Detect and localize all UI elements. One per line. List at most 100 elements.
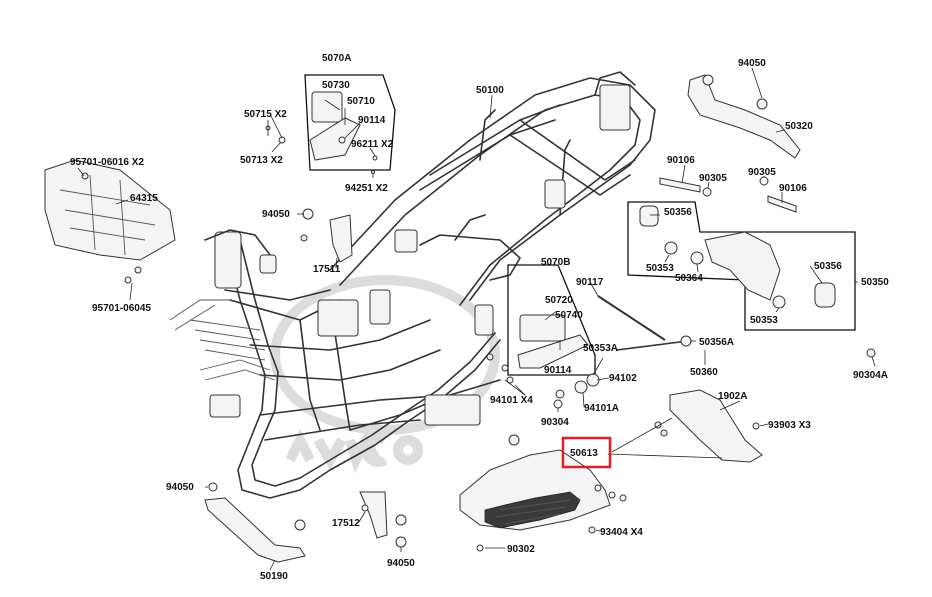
group-5070A [265,74,396,174]
head-pipe [214,231,242,289]
label-50713[interactable]: 50713 X2 [240,155,283,166]
label-1902A[interactable]: 1902A [718,391,747,402]
label-90117[interactable]: 90117 [576,277,604,288]
label-50715[interactable]: 50715 X2 [244,109,287,120]
footrest-pad [519,314,566,342]
frame-bracket [544,179,566,209]
label-94050-c[interactable]: 94050 [166,482,194,493]
nut-part [294,519,306,531]
label-94050-b[interactable]: 94050 [738,58,766,69]
bolt-part [486,353,494,361]
label-94050-a[interactable]: 94050 [262,209,290,220]
washer-part [278,136,286,144]
label-50730[interactable]: 50730 [322,80,350,91]
nut-part [300,234,308,242]
bushing-part [814,282,836,308]
frame-bracket [394,229,418,253]
label-95701-06016[interactable]: 95701-06016 X2 [70,157,144,168]
label-50353A[interactable]: 50353A [583,343,618,354]
label-50720[interactable]: 50720 [545,295,573,306]
pins-90106 [659,176,797,213]
nut-part [395,514,407,526]
label-93903[interactable]: 93903 X3 [768,420,811,431]
brace-50190 [204,482,306,563]
label-64315[interactable]: 64315 [130,193,158,204]
washer-part [555,389,565,399]
label-50100[interactable]: 50100 [476,85,504,96]
label-90305-a[interactable]: 90305 [699,173,727,184]
frame-bracket [599,84,631,131]
label-90305-b[interactable]: 90305 [748,167,776,178]
bushing-part [772,295,786,309]
bushing-part [690,251,704,265]
label-90114-b[interactable]: 90114 [544,365,572,376]
nut-part [302,208,314,220]
bushing-part [680,335,692,347]
highlight-box-50613 [561,436,612,469]
label-50353-b[interactable]: 50353 [750,315,778,326]
footrest-bracket [309,117,361,161]
label-50320[interactable]: 50320 [785,121,813,132]
label-50710[interactable]: 50710 [347,96,375,107]
nut-part [208,482,218,492]
nut-part [508,434,520,446]
label-90114[interactable]: 90114 [358,115,386,126]
label-50740[interactable]: 50740 [555,310,583,321]
under-cover-50613 [459,434,627,552]
label-50364[interactable]: 50364 [675,273,703,284]
frame-bracket [369,289,391,325]
bracket-50320 [687,74,801,159]
group-50350 [627,201,856,331]
bracket-17511 [300,208,353,263]
screw-part [752,422,760,430]
shaft-50360 [574,295,876,394]
label-50353-a[interactable]: 50353 [646,263,674,274]
frame-bracket [424,394,481,426]
label-93404[interactable]: 93404 X4 [600,527,643,538]
label-5070B[interactable]: 5070B [541,257,570,268]
label-50360[interactable]: 50360 [690,367,718,378]
label-17511[interactable]: 17511 [313,264,341,275]
bushing-part [664,241,678,255]
screw-part [588,526,596,534]
label-50356A[interactable]: 50356A [699,337,734,348]
leader-lines [77,67,876,571]
label-90106-b[interactable]: 90106 [779,183,807,194]
frame-bracket [209,394,241,418]
frame-bracket [474,304,494,336]
label-95701-06045[interactable]: 95701-06045 [92,303,151,314]
footrest-bracket [517,334,589,369]
nut-part [702,74,714,86]
label-96211[interactable]: 96211 X2 [351,139,394,150]
label-90106-a[interactable]: 90106 [667,155,695,166]
screw-part [594,484,602,492]
nut-part [395,536,407,548]
label-50356-a[interactable]: 50356 [664,207,692,218]
bolt-part [81,172,89,180]
label-90304A[interactable]: 90304A [853,370,888,381]
screw-part [619,494,627,502]
bolt-part [501,364,509,372]
label-90302[interactable]: 90302 [507,544,535,555]
nut-part [756,98,768,110]
label-50350[interactable]: 50350 [861,277,889,288]
label-94101A[interactable]: 94101A [584,403,619,414]
label-5070A[interactable]: 5070A [322,53,351,64]
label-17512[interactable]: 17512 [332,518,360,529]
nut-part [574,380,588,394]
group-5070B [486,264,596,409]
label-50356-b[interactable]: 50356 [814,261,842,272]
bolt-part [134,266,142,274]
screw-part [338,136,346,144]
label-50613[interactable]: 50613 [570,448,598,459]
nut-part [361,504,369,512]
bushing-part [639,205,659,227]
nut-part [553,399,563,409]
label-94102[interactable]: 94102 [609,373,637,384]
label-90304[interactable]: 90304 [541,417,569,428]
screw-part [608,491,616,499]
label-94050-d[interactable]: 94050 [387,558,415,569]
label-94251[interactable]: 94251 X2 [345,183,388,194]
label-94101[interactable]: 94101 X4 [490,395,533,406]
label-50190[interactable]: 50190 [260,571,288,582]
